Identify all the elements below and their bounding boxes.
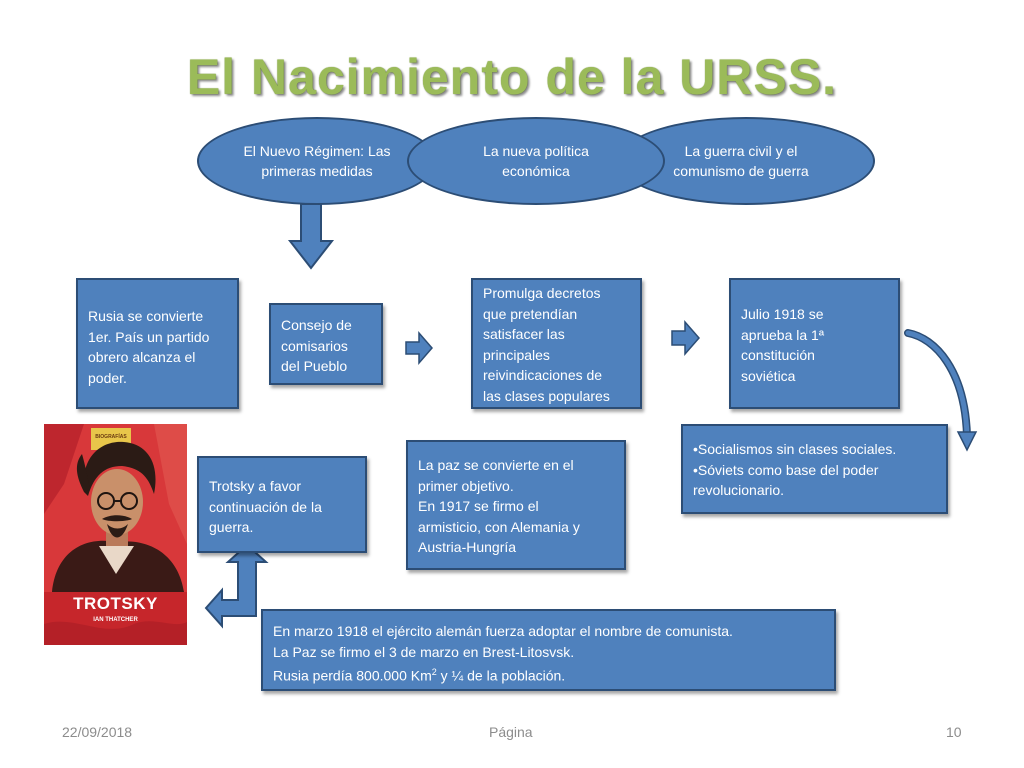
right-arrow-1 bbox=[405, 330, 433, 366]
box-decretos: Promulga decretos que pretendían satisfa… bbox=[471, 278, 642, 409]
trotsky-book-cover: BIOGRAFÍAS TROTSKY IAN THATCHER bbox=[44, 424, 187, 645]
box-paz: La paz se convierte en el primer objetiv… bbox=[406, 440, 626, 570]
curved-arrow-head bbox=[956, 431, 978, 452]
portrait-illustration bbox=[44, 424, 187, 645]
box-trotsky: Trotsky a favor continuación de la guerr… bbox=[197, 456, 367, 553]
right-arrow-2 bbox=[671, 320, 700, 356]
book-title: TROTSKY bbox=[73, 594, 158, 613]
box-julio-1918: Julio 1918 se aprueba la 1ª constitución… bbox=[729, 278, 900, 409]
box-consejo: Consejo de comisarios del Pueblo bbox=[269, 303, 383, 385]
double-arrow bbox=[204, 543, 269, 629]
footer-date: 22/09/2018 bbox=[62, 724, 133, 740]
box-rusia: Rusia se convierte 1er. País un partido … bbox=[76, 278, 239, 409]
down-arrow bbox=[287, 203, 335, 270]
topic-guerra-civil: La nueva política económica bbox=[407, 117, 665, 205]
slide-title: El Nacimiento de la URSS. bbox=[186, 49, 838, 105]
box-socialismos: •Socialismos sin clases sociales. •Sóvie… bbox=[681, 424, 948, 514]
box-marzo-1918: En marzo 1918 el ejército alemán fuerza … bbox=[261, 609, 836, 691]
footer-page-label: Página bbox=[489, 724, 533, 740]
book-author: IAN THATCHER bbox=[93, 617, 138, 623]
footer-page-number: 10 bbox=[946, 724, 962, 740]
book-series-label: BIOGRAFÍAS bbox=[95, 434, 127, 440]
topic-nuevo-regimen: El Nuevo Régimen: Las primeras medidas bbox=[197, 117, 437, 205]
